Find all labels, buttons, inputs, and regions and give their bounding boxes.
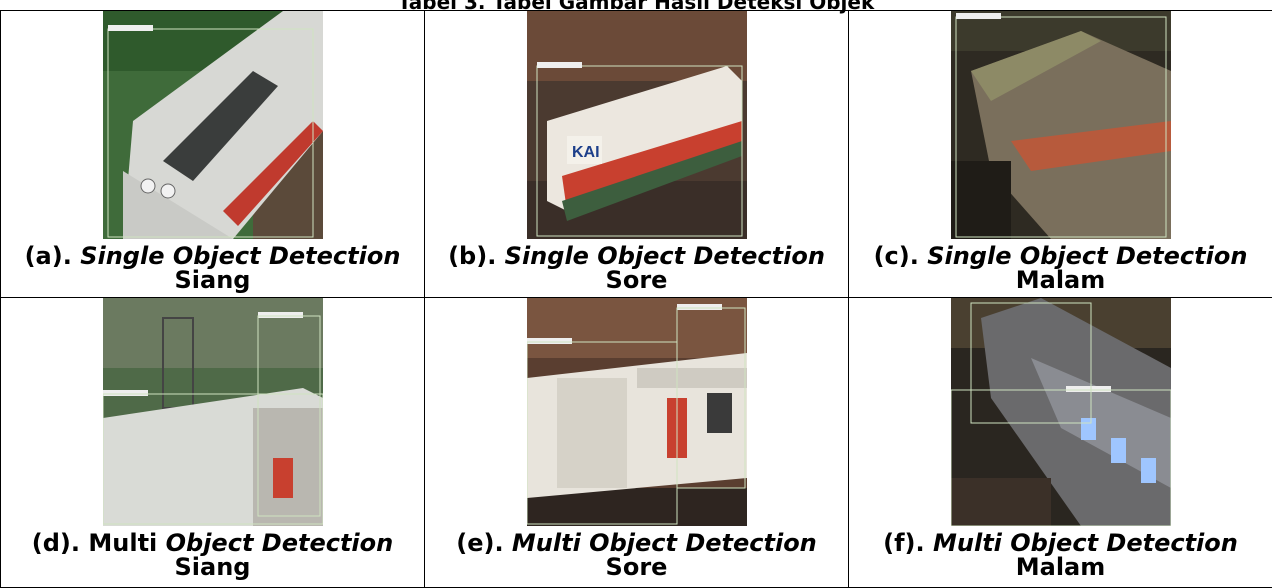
caption-d: (d). Multi Object Detection xyxy=(1,531,424,555)
time-of-day-d: Siang xyxy=(1,555,424,579)
detection-image-a xyxy=(103,11,323,239)
time-of-day-a: Siang xyxy=(1,268,424,292)
detection-image-e xyxy=(527,298,747,526)
detection-results-table: (a). Single Object Detection Siang KAI xyxy=(0,10,1272,588)
time-of-day-c: Malam xyxy=(849,268,1272,292)
time-of-day-b: Sore xyxy=(425,268,848,292)
result-cell-d: (d). Multi Object Detection Siang xyxy=(1,298,425,588)
time-of-day-f: Malam xyxy=(849,555,1272,579)
result-cell-f: (f). Multi Object Detection Malam xyxy=(849,298,1272,588)
result-cell-e: (e). Multi Object Detection Sore xyxy=(425,298,849,588)
result-cell-a: (a). Single Object Detection Siang xyxy=(1,11,425,298)
table-row: (a). Single Object Detection Siang KAI xyxy=(1,11,1272,298)
result-cell-c: (c). Single Object Detection Malam xyxy=(849,11,1272,298)
caption-a: (a). Single Object Detection xyxy=(1,244,424,268)
caption-e: (e). Multi Object Detection xyxy=(425,531,848,555)
detection-image-d xyxy=(103,298,323,526)
caption-b: (b). Single Object Detection xyxy=(425,244,848,268)
caption-f: (f). Multi Object Detection xyxy=(849,531,1272,555)
detection-image-f xyxy=(951,298,1171,526)
caption-c: (c). Single Object Detection xyxy=(849,244,1272,268)
detection-image-c xyxy=(951,11,1171,239)
result-cell-b: KAI (b). Single Object Detection Sore xyxy=(425,11,849,298)
time-of-day-e: Sore xyxy=(425,555,848,579)
svg-text:KAI: KAI xyxy=(572,144,600,161)
detection-image-b: KAI xyxy=(527,11,747,239)
table-row: (d). Multi Object Detection Siang xyxy=(1,298,1272,588)
